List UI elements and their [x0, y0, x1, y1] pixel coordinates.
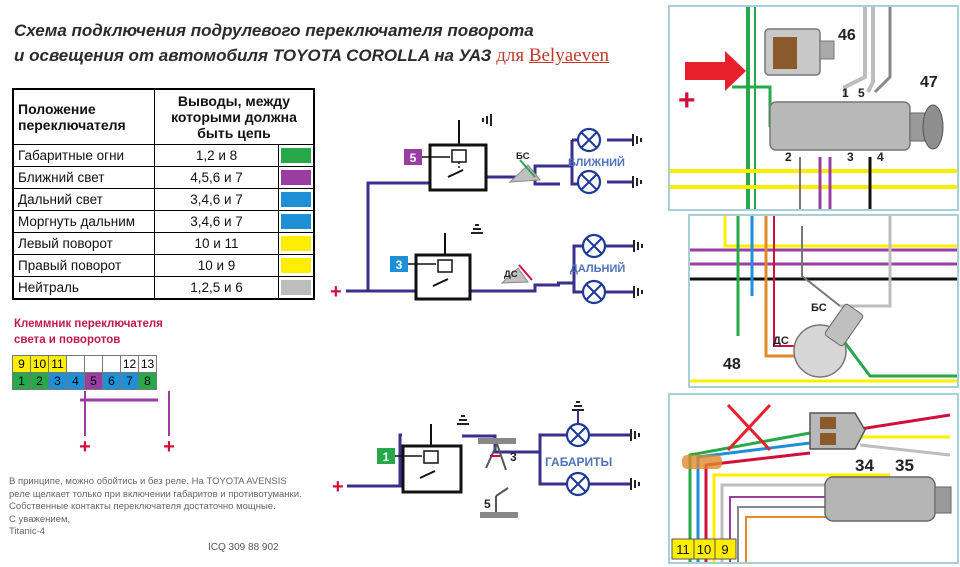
- terminal-cell: 12: [120, 355, 139, 373]
- title-line-2-text: и освещения от автомобиля TOYOTA COROLLA…: [14, 46, 492, 65]
- panel-switch-48: БС ДС 48: [688, 214, 959, 388]
- low-beam-label: БЛИЖНИЙ: [568, 156, 625, 169]
- bottom-pin-block: 11 10 9: [671, 538, 737, 560]
- high-beam-label: ДАЛЬНИЙ: [570, 262, 625, 275]
- pin-2: 2: [785, 150, 792, 164]
- contact-3: 3: [510, 450, 517, 464]
- terminal-jumpers: + +: [79, 391, 175, 458]
- position-color-swatch: [278, 254, 315, 277]
- position-table: Положение переключателя Выводы, между ко…: [12, 88, 315, 300]
- contact-5: 5: [484, 497, 491, 511]
- terminal-cell: 8: [138, 372, 157, 390]
- position-color-swatch: [278, 276, 315, 300]
- pin-10: 10: [697, 542, 711, 557]
- position-color-swatch: [278, 232, 315, 255]
- position-pins: 1,2,5 и 6: [154, 276, 279, 300]
- lamp-park-bottom: [565, 471, 591, 497]
- label-47: 47: [920, 74, 938, 91]
- relay-high-pin: 3: [396, 258, 403, 272]
- position-color-swatch: [278, 144, 315, 167]
- bs-label: БС: [516, 151, 530, 162]
- panel-top-plus: +: [678, 84, 696, 117]
- terminal-block-title-2: света и поворотов: [14, 334, 121, 346]
- position-name: Нейтраль: [12, 276, 155, 300]
- title-line-2: и освещения от автомобиля TOYOTA COROLLA…: [14, 43, 664, 68]
- terminal-cell: 3: [48, 372, 67, 390]
- relay-parking: 1: [377, 424, 463, 494]
- relay-34-body: [809, 412, 866, 450]
- position-color-swatch: [278, 166, 315, 189]
- pin-3: 3: [847, 150, 854, 164]
- terminal-block-title: Клеммник переключателя света и поворотов: [14, 316, 163, 348]
- terminal-cell: 6: [102, 372, 121, 390]
- switch-47-body: [769, 101, 911, 151]
- ds-label: ДС: [504, 269, 518, 280]
- position-name: Ближний свет: [12, 166, 155, 189]
- label-48: 48: [723, 356, 741, 373]
- panel-bs-label: БС: [811, 302, 827, 314]
- position-name: Габаритные огни: [12, 144, 155, 167]
- note-text: В принципе, можно обойтись и без реле. Н…: [9, 476, 302, 512]
- note-regards: С уважением,: [9, 513, 71, 525]
- pin-4: 4: [877, 150, 884, 164]
- terminal-cell: 4: [66, 372, 85, 390]
- terminal-cell: 9: [12, 355, 31, 373]
- pin-5: 5: [858, 86, 865, 100]
- lamp-park-top: [565, 422, 591, 448]
- parking-contacts: 3 5: [478, 438, 518, 518]
- pin-9: 9: [721, 542, 728, 557]
- panel-ds-label: ДС: [773, 335, 789, 347]
- position-name: Моргнуть дальним: [12, 210, 155, 233]
- title-line-1: Схема подключения подрулевого переключат…: [14, 21, 534, 40]
- position-pins: 10 и 9: [154, 254, 279, 277]
- pin-1: 1: [842, 86, 849, 100]
- lamp-low-bottom: [576, 169, 602, 195]
- panel-switch-46-47: + 46 47 1 5 2 3 4: [668, 5, 959, 211]
- terminal-cell: 7: [120, 372, 139, 390]
- relay-low-beam: 5: [404, 113, 492, 192]
- label-35: 35: [895, 456, 914, 475]
- panel-switch-34-35: 34 35 11 10 9: [668, 393, 959, 564]
- lamp-high-top: [581, 233, 607, 259]
- label-46: 46: [838, 27, 856, 44]
- terminal-cell: 5: [84, 372, 103, 390]
- title-for-word: для: [496, 45, 525, 66]
- parking-label: ГАБАРИТЫ: [545, 455, 612, 469]
- relay-high-beam: 3: [390, 233, 472, 301]
- title-author: Belyaeven: [528, 45, 610, 66]
- terminal-cell: [84, 355, 103, 373]
- pin-11: 11: [676, 542, 690, 557]
- plus-left: +: [79, 436, 91, 458]
- relay-low-pin: 5: [410, 151, 417, 165]
- plus-main: +: [330, 281, 342, 303]
- relay-circuit: + + 5 3 1 БС ДС: [330, 113, 643, 518]
- ds-switch: ДС: [500, 264, 533, 284]
- lamp-low-top: [576, 127, 602, 153]
- table-header-position: Положение переключателя: [12, 88, 155, 145]
- note: В принципе, можно обойтись и без реле. Н…: [9, 476, 309, 539]
- switch-35-body: [824, 476, 936, 522]
- lamp-high-bottom: [581, 279, 607, 305]
- icq-number: ICQ 309 88 902: [208, 542, 279, 553]
- terminal-cell: 13: [138, 355, 157, 373]
- page-title: Схема подключения подрулевого переключат…: [14, 18, 664, 68]
- position-name: Правый поворот: [12, 254, 155, 277]
- terminal-cell: 11: [48, 355, 67, 373]
- plus-right: +: [163, 436, 175, 458]
- label-34: 34: [855, 456, 874, 475]
- bs-switch: БС: [508, 151, 541, 183]
- plus-park: +: [332, 476, 344, 498]
- relay-park-pin: 1: [383, 450, 390, 464]
- terminal-block-title-1: Клеммник переключателя: [14, 318, 163, 330]
- note-author: Titanic-4: [9, 526, 46, 537]
